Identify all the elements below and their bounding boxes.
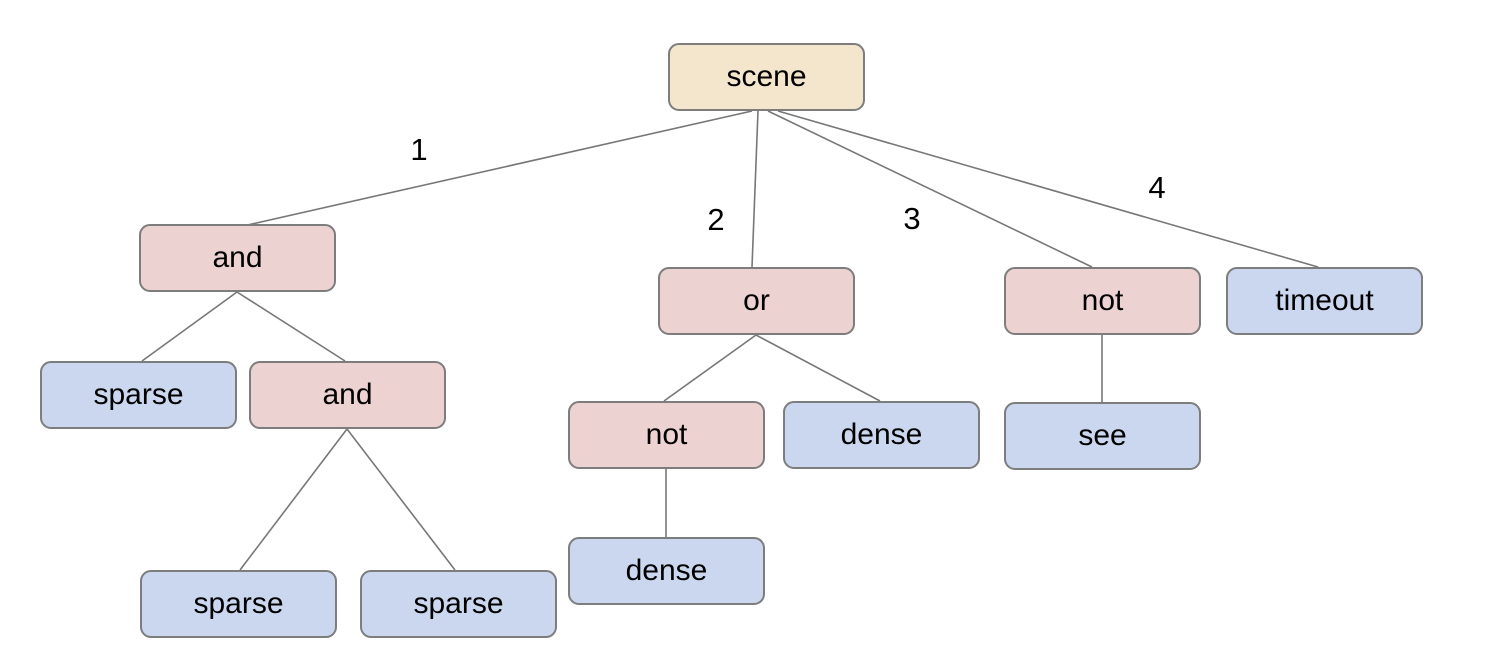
edge-label-4: 4 [1148,170,1166,205]
tree-node-and-2: and [249,361,446,429]
edge-label-3: 3 [903,201,921,236]
edge-and1-sparse1 [141,291,238,362]
tree-node-sparse-2: sparse [140,570,337,638]
tree-node-sparse-1: sparse [40,361,237,429]
tree-node-sparse-3: sparse [360,570,557,638]
edge-and1-and2 [236,291,346,362]
edge-scene-not1 [767,110,1093,268]
edge-or1-not2 [663,334,757,402]
edge-label-2: 2 [707,202,725,237]
tree-node-see: see [1004,402,1201,470]
edge-scene-timeout [777,110,1319,268]
edge-scene-or1 [751,110,759,268]
tree-node-or-1: or [658,267,855,335]
tree-node-timeout: timeout [1226,267,1423,335]
edge-and2-sparse2 [239,428,348,571]
edge-scene-and1 [242,110,753,227]
tree-node-dense-1: dense [783,401,980,469]
tree-node-scene: scene [668,43,865,111]
tree-node-and-1: and [139,224,336,292]
tree-node-dense-2: dense [568,537,765,605]
edge-label-1: 1 [410,132,428,167]
tree-node-not-2: not [568,401,765,469]
edge-or1-dense1 [755,334,881,402]
tree-node-not-1: not [1004,267,1201,335]
edge-and2-sparse3 [346,428,456,571]
